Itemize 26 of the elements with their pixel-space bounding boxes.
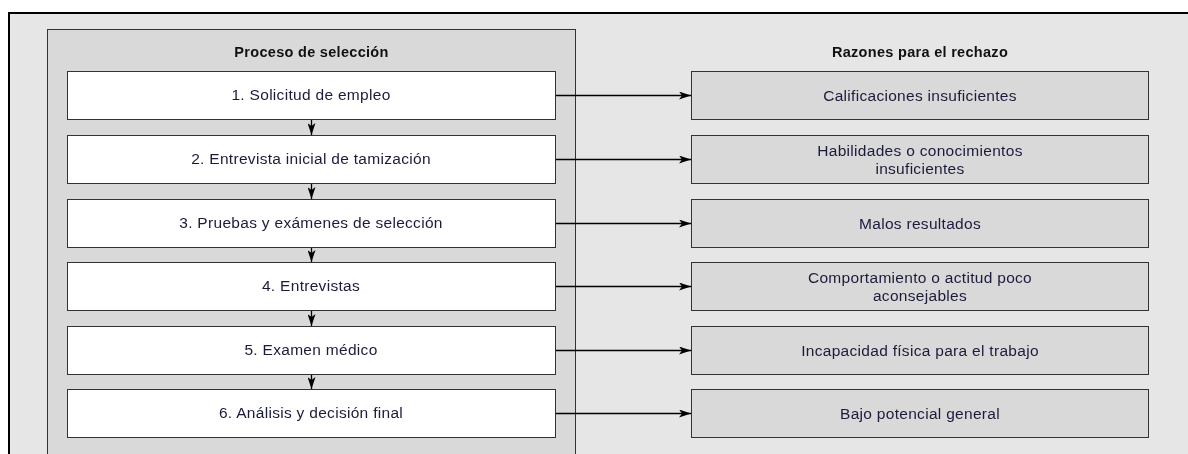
reason-box: Comportamiento o actitud poco aconsejables (691, 262, 1149, 311)
process-step-box: 4. Entrevistas (66, 261, 556, 311)
process-step-box: 3. Pruebas y exámenes de selección (66, 198, 556, 248)
process-panel (47, 29, 576, 454)
arrow (555, 346, 692, 355)
process-step-box: 2. Entrevista inicial de tamización (66, 134, 556, 184)
reason-box: Bajo potencial general (691, 389, 1149, 438)
process-step-box: 5. Examen médico (66, 325, 556, 375)
panel-heading: Proceso de selección (233, 44, 390, 61)
reason-box: Incapacidad física para el trabajo (691, 326, 1149, 375)
arrow (307, 247, 316, 263)
arrow (555, 219, 692, 228)
process-step-box: 1. Solicitud de empleo (66, 70, 556, 120)
reason-box: Habilidades o conocimientos insuficientes (691, 135, 1149, 184)
process-step-box: 6. Análisis y decisión final (66, 388, 556, 438)
arrow (307, 310, 316, 327)
arrow (555, 282, 692, 291)
arrow (307, 183, 316, 200)
arrow (555, 91, 692, 100)
arrow (555, 155, 692, 164)
arrow (555, 409, 692, 418)
reason-box: Malos resultados (691, 199, 1149, 248)
column-heading: Razones para el rechazo (830, 44, 1010, 60)
arrow (307, 374, 316, 390)
reason-box: Calificaciones insuficientes (691, 71, 1149, 120)
arrow (307, 119, 316, 136)
